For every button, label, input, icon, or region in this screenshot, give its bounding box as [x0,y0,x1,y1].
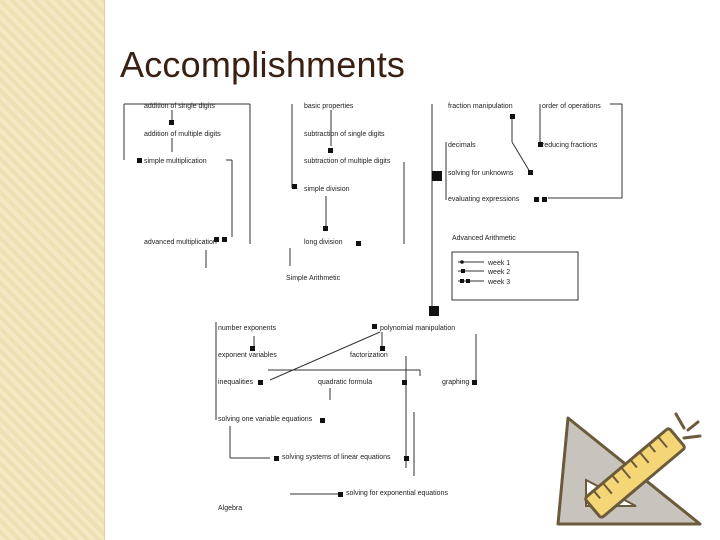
legend: week 1 week 2 week 3 [451,251,579,301]
marker [510,114,515,119]
node-label: number exponents [218,325,276,332]
node-label: subtraction of multiple digits [304,158,391,165]
marker [137,158,142,163]
node-label: advanced multiplication [144,239,217,246]
node-label: factorization [350,352,388,359]
marker [429,306,439,316]
node-label: exponent variables [218,352,277,359]
marker [402,380,407,385]
marker [356,241,361,246]
slide-title: Accomplishments [120,44,406,85]
node-label: evaluating expressions [448,196,520,203]
node-label: subtraction of single digits [304,131,385,138]
marker [472,380,477,385]
marker [372,324,377,329]
node-label: addition of single digits [144,103,215,110]
marker [274,456,279,461]
node-label: quadratic formula [318,379,372,386]
marker [250,346,255,351]
node-label: reducing fractions [542,142,598,149]
marker [534,197,539,202]
legend-label: week 1 [487,260,510,267]
node-label: graphing [442,379,469,386]
legend-square [461,269,465,273]
legend-label: week 2 [487,269,510,276]
node-label: polynomial manipulation [380,325,455,332]
sidebar-decoration [0,0,105,540]
node-label: simple division [304,186,350,193]
connector [269,331,381,381]
marker [323,226,328,231]
marker [404,456,409,461]
node-label: decimals [448,142,476,149]
marker [432,171,442,181]
legend-label: week 3 [487,279,510,286]
node-label: inequalities [218,379,254,386]
marker [320,418,325,423]
node-label: order of operations [542,103,601,110]
marker [528,170,533,175]
connector [511,141,531,173]
section-label: Advanced Arithmetic [452,235,516,242]
ruler-triangle-icon [556,412,702,526]
marker [542,197,547,202]
legend-dot [460,260,464,264]
marker [380,346,385,351]
marker [258,380,263,385]
marker [538,142,543,147]
legend-square [466,279,470,283]
legend-box [451,251,579,301]
section-label: Simple Arithmetic [286,275,341,282]
node-label: simple multiplication [144,158,207,165]
node-label: solving one variable equations [218,416,313,423]
marker [338,492,343,497]
node-label: addition of multiple digits [144,131,221,138]
node-label: basic properties [304,103,354,110]
marker [214,237,219,242]
marker [328,148,333,153]
section-label: Algebra [218,505,242,512]
node-label: solving for exponential equations [346,490,448,497]
marker [292,184,297,189]
node-label: solving for unknowns [448,170,514,177]
marker [222,237,227,242]
marker [169,120,174,125]
legend-square [460,279,464,283]
node-label: fraction manipulation [448,103,513,110]
node-label: long division [304,239,343,246]
node-label: solving systems of linear equations [282,454,391,461]
